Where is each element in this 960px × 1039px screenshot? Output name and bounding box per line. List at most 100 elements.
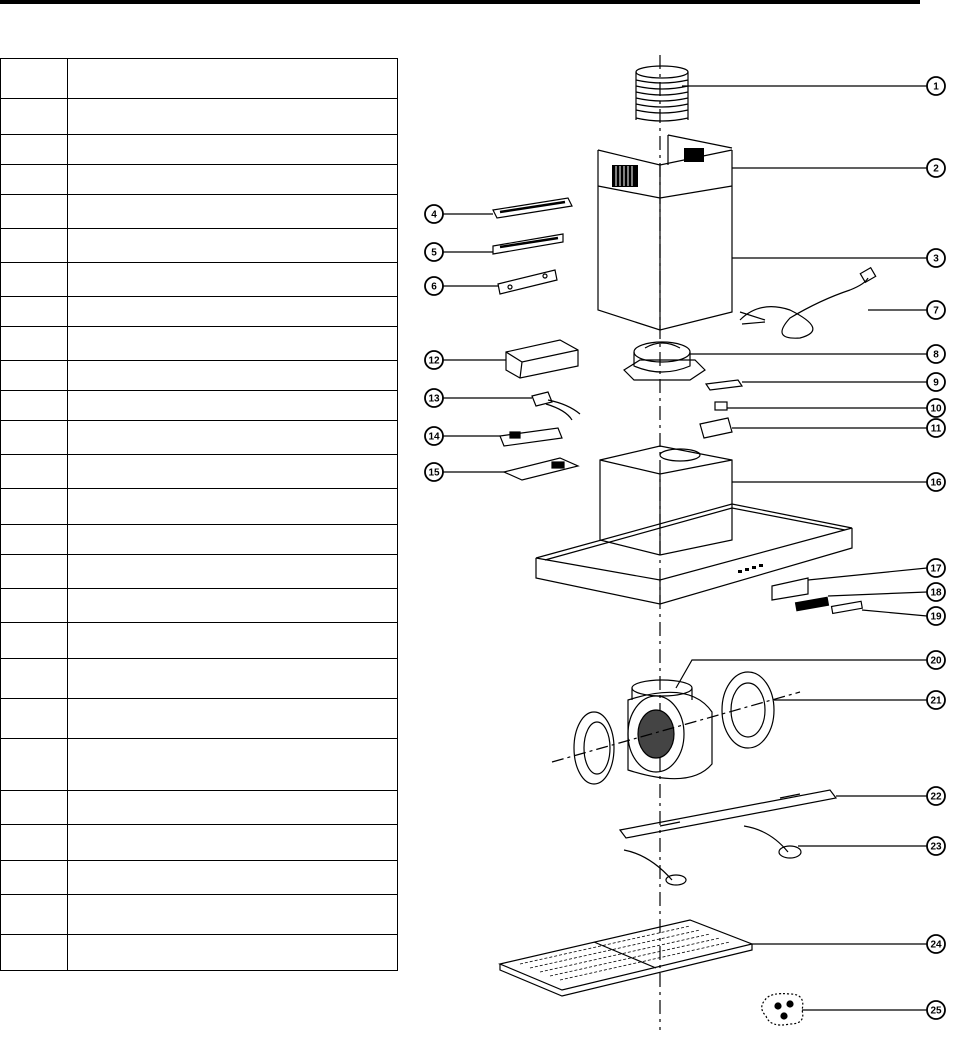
parts-table-row bbox=[0, 98, 398, 135]
callout-2: 2 bbox=[732, 158, 946, 178]
part-number-cell bbox=[0, 524, 68, 555]
callout-circle bbox=[926, 472, 946, 492]
callout-circle bbox=[926, 418, 946, 438]
leader-line bbox=[827, 591, 928, 597]
part-description-cell bbox=[67, 360, 398, 391]
callout-25: 25 bbox=[802, 1000, 946, 1020]
parts-table-row bbox=[0, 420, 398, 455]
part-motor-ring-left bbox=[573, 711, 615, 785]
parts-table-row bbox=[0, 360, 398, 391]
part-control-board bbox=[499, 427, 563, 447]
part-number-cell bbox=[0, 194, 68, 229]
callout-9: 9 bbox=[742, 372, 946, 392]
callout-number: 14 bbox=[428, 432, 440, 443]
part-number-cell bbox=[0, 824, 68, 861]
callout-circle bbox=[926, 76, 946, 96]
leader-line bbox=[861, 609, 928, 617]
part-number-cell bbox=[0, 134, 68, 165]
part-screw-pack bbox=[761, 993, 804, 1026]
part-number-cell bbox=[0, 454, 68, 489]
callout-number: 20 bbox=[930, 656, 942, 667]
part-hood-body bbox=[535, 445, 853, 605]
part-number-cell bbox=[0, 326, 68, 361]
parts-table-row bbox=[0, 296, 398, 327]
callout-circle bbox=[926, 158, 946, 178]
callout-1: 1 bbox=[682, 76, 946, 96]
part-description-cell bbox=[67, 860, 398, 895]
callout-circle bbox=[926, 398, 946, 418]
callout-4: 4 bbox=[424, 204, 493, 224]
parts-table-row bbox=[0, 58, 398, 99]
parts-table-row bbox=[0, 790, 398, 825]
callout-16: 16 bbox=[732, 472, 946, 492]
callout-number: 11 bbox=[931, 424, 942, 435]
parts-table-row bbox=[0, 934, 398, 971]
part-description-cell bbox=[67, 58, 398, 99]
part-bracket-upper bbox=[492, 197, 573, 219]
callout-number: 24 bbox=[930, 940, 942, 951]
callout-number: 15 bbox=[428, 468, 440, 479]
part-number-cell bbox=[0, 894, 68, 935]
part-description-cell bbox=[67, 894, 398, 935]
callout-12: 12 bbox=[424, 350, 506, 370]
parts-table-row bbox=[0, 134, 398, 165]
part-description-cell bbox=[67, 488, 398, 525]
callout-circle bbox=[926, 1000, 946, 1020]
part-number-cell bbox=[0, 698, 68, 739]
callout-circle bbox=[424, 204, 444, 224]
part-description-cell bbox=[67, 658, 398, 699]
parts-table-row bbox=[0, 894, 398, 935]
parts-table-row bbox=[0, 454, 398, 489]
callout-circle bbox=[926, 248, 946, 268]
callout-5: 5 bbox=[424, 242, 493, 262]
parts-table-row bbox=[0, 524, 398, 555]
callout-10: 10 bbox=[727, 398, 946, 418]
part-description-cell bbox=[67, 934, 398, 971]
part-description-cell bbox=[67, 134, 398, 165]
part-bracket-middle bbox=[492, 233, 564, 255]
part-number-cell bbox=[0, 934, 68, 971]
part-number-cell bbox=[0, 488, 68, 525]
part-description-cell bbox=[67, 164, 398, 195]
part-description-cell bbox=[67, 554, 398, 589]
part-number-cell bbox=[0, 790, 68, 825]
part-number-cell bbox=[0, 588, 68, 623]
part-main-board bbox=[502, 457, 580, 481]
parts-table-row bbox=[0, 390, 398, 421]
callout-number: 22 bbox=[930, 792, 942, 803]
part-number-cell bbox=[0, 262, 68, 297]
callout-13: 13 bbox=[424, 388, 532, 408]
callout-number: 3 bbox=[933, 254, 939, 265]
callout-number: 18 bbox=[930, 588, 942, 599]
callout-number: 4 bbox=[431, 210, 437, 221]
callout-22: 22 bbox=[836, 786, 946, 806]
callout-number: 7 bbox=[933, 306, 939, 317]
parts-table-row bbox=[0, 622, 398, 659]
part-cable-clamp bbox=[699, 417, 733, 439]
callout-circle bbox=[926, 344, 946, 364]
part-number-cell bbox=[0, 738, 68, 791]
part-number-cell bbox=[0, 860, 68, 895]
callout-number: 19 bbox=[930, 612, 942, 623]
parts-table-row bbox=[0, 488, 398, 525]
part-description-cell bbox=[67, 194, 398, 229]
part-switch-block bbox=[714, 401, 728, 411]
part-description-cell bbox=[67, 454, 398, 489]
part-number-cell bbox=[0, 360, 68, 391]
part-description-cell bbox=[67, 738, 398, 791]
exploded-view-diagram: 1234567891011121314151617181920212223242… bbox=[424, 55, 946, 1030]
part-blower-motor bbox=[551, 679, 801, 780]
part-description-cell bbox=[67, 622, 398, 659]
parts-table-row bbox=[0, 194, 398, 229]
part-lamp-right bbox=[743, 825, 802, 859]
callout-circle bbox=[926, 582, 946, 602]
part-number-cell bbox=[0, 164, 68, 195]
parts-table-row bbox=[0, 824, 398, 861]
part-description-cell bbox=[67, 588, 398, 623]
callout-number: 10 bbox=[930, 404, 942, 415]
parts-table-row bbox=[0, 262, 398, 297]
callout-number: 25 bbox=[930, 1006, 942, 1017]
part-description-cell bbox=[67, 420, 398, 455]
callout-circle bbox=[926, 558, 946, 578]
part-number-cell bbox=[0, 420, 68, 455]
